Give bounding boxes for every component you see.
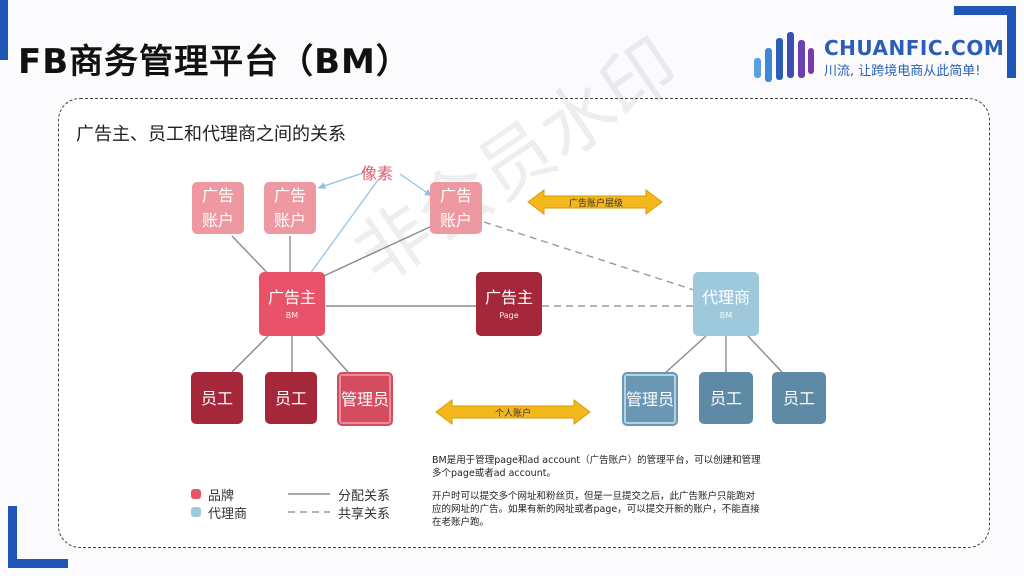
corner-accent-top-left [0, 0, 8, 60]
node-label-line1: 广告主 [267, 288, 316, 307]
note-bm-description: BM是用于管理page和ad account（广告账户）的管理平台，可以创建和管… [432, 455, 761, 479]
admin-node-agency: 管理员 [622, 372, 678, 426]
share-account-agency [483, 221, 695, 291]
legend-agency-swatch [191, 507, 201, 517]
ad-account-node-1: 广告 账户 [192, 182, 244, 234]
pixel-label: 像素 [361, 164, 394, 183]
node-label-line2: 账户 [273, 211, 306, 230]
link-agency-admin [663, 335, 707, 375]
node-label: 员工 [782, 388, 815, 408]
legend-agency-label: 代理商 [208, 507, 248, 522]
employee-node-1: 员工 [191, 372, 243, 424]
node-label: 员工 [709, 388, 742, 408]
legend-brand-label: 品牌 [208, 489, 235, 504]
node-label-line1: 广告主 [484, 288, 533, 307]
corner-accent-bottom-left [8, 506, 17, 568]
node-label-line1: 广告 [439, 186, 472, 205]
node-label: 管理员 [340, 389, 389, 409]
agency-bm-node: 代理商 BM [693, 272, 759, 336]
ad-account-node-3: 广告 账户 [430, 182, 482, 234]
node-label-line1: 广告 [201, 186, 234, 205]
logo-name: CHUANFIC.COM [824, 36, 1005, 60]
arrow-label-personal-account: 个人账户 [494, 409, 531, 419]
employee-node-2: 员工 [265, 372, 317, 424]
brand-logo: CHUANFIC.COM 川流, 让跨境电商从此简单! [752, 26, 1004, 86]
section-subtitle: 广告主、员工和代理商之间的关系 [76, 124, 346, 145]
note-account-rule: 开户时可以提交多个网址和粉丝页，但是一旦提交之后，此广告账户只能跑对应的网址的广… [432, 491, 760, 528]
node-label-line2: BM [719, 311, 733, 320]
ad-account-node-2: 广告 账户 [264, 182, 316, 234]
node-label: 员工 [200, 388, 233, 408]
admin-node-brand: 管理员 [337, 372, 393, 426]
legend-brand-swatch [191, 489, 201, 499]
link-agency-employee-4 [747, 335, 783, 373]
corner-accent-bottom-left-horizontal [8, 559, 68, 568]
node-label-line2: 账户 [201, 211, 234, 230]
arrow-label-ad-account-level: 广告账户层级 [568, 199, 623, 209]
pixel-arrow-1 [317, 171, 367, 190]
node-label: 员工 [274, 388, 307, 408]
advertiser-page-node: 广告主 Page [476, 272, 542, 336]
node-label-line2: BM [285, 311, 299, 320]
arrow-ad-account-level [527, 189, 663, 215]
corner-accent-top-right [954, 6, 1016, 15]
node-label-line1: 广告 [273, 186, 306, 205]
link-bm-employee-1 [231, 335, 269, 373]
legend-share-label: 共享关系 [338, 507, 391, 522]
pixel-arrow-3 [303, 179, 379, 283]
node-label-line1: 代理商 [701, 288, 750, 307]
node-label-line2: Page [499, 311, 519, 320]
node-label: 管理员 [625, 389, 674, 409]
page-title: FB商务管理平台（BM） [18, 42, 411, 82]
logo-slogan: 川流, 让跨境电商从此简单! [824, 64, 981, 79]
node-label-line2: 账户 [439, 211, 472, 230]
link-bm-admin [315, 335, 349, 373]
legend-assign-label: 分配关系 [338, 489, 391, 504]
advertiser-bm-node: 广告主 BM [259, 272, 325, 336]
pixel-arrow-2 [399, 173, 433, 197]
corner-accent-top-right-vertical [1007, 6, 1016, 78]
link-bm-account-3 [314, 225, 433, 281]
arrow-personal-account [435, 399, 591, 425]
employee-node-3: 员工 [699, 372, 753, 424]
employee-node-4: 员工 [772, 372, 826, 424]
logo-bars-icon [754, 32, 814, 82]
